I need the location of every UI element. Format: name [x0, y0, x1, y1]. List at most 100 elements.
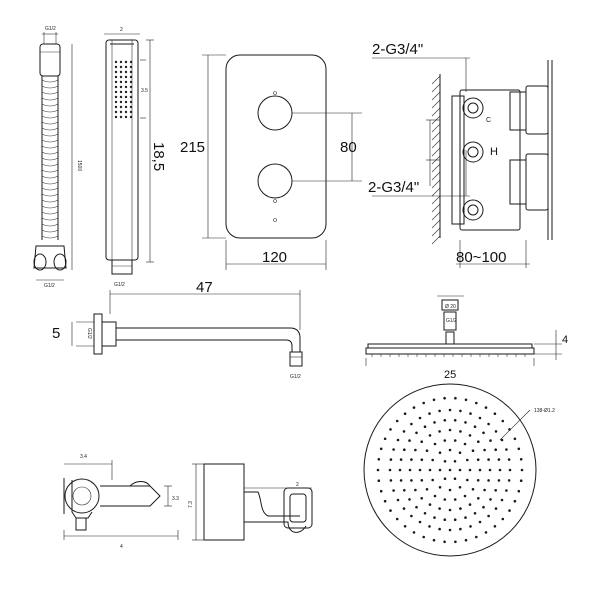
hose-coil [41, 235, 59, 239]
face-nozzle [410, 479, 413, 482]
wall-hatch-line [431, 75, 441, 85]
hose-coil [41, 163, 59, 167]
face-nozzle [433, 421, 436, 424]
face-nozzle [425, 449, 429, 453]
face-nozzle [508, 468, 512, 472]
face-nozzle [428, 412, 431, 415]
face-nozzle [396, 498, 400, 502]
nozzle-dot [124, 85, 128, 89]
face-nozzle [396, 438, 400, 442]
valve-bottom-inlet-label: 2-G3/4" [368, 179, 419, 196]
face-nozzle [494, 448, 498, 452]
face-nozzle [483, 448, 486, 452]
nozzle-dot [124, 115, 128, 119]
face-nozzle [402, 507, 406, 510]
face-nozzle [477, 440, 480, 444]
face-nozzle [471, 449, 475, 453]
nozzle-dot [124, 90, 128, 94]
nozzle-dot [129, 90, 133, 94]
hose-coil [41, 205, 59, 209]
face-nozzle [501, 517, 505, 521]
face-nozzle [428, 434, 432, 437]
face-nozzle [448, 488, 452, 492]
face-nozzle [464, 516, 467, 519]
face-nozzle [459, 507, 462, 510]
hose-coil [41, 79, 59, 83]
face-nozzle [475, 401, 478, 405]
nozzle-dot [114, 85, 118, 89]
hose-coil [41, 229, 59, 233]
plate-height-label: 215 [180, 139, 205, 156]
nozzle-dot [114, 95, 118, 99]
face-nozzle [428, 468, 432, 472]
holder-height-label: 7.3 [188, 501, 194, 508]
face-nozzle [389, 428, 392, 431]
face-nozzle [500, 498, 504, 502]
hose-coil [41, 175, 59, 179]
face-nozzle [448, 408, 452, 412]
face-nozzle [487, 422, 490, 426]
face-nozzle [438, 430, 441, 433]
face-nozzle [423, 512, 427, 515]
face-nozzle [431, 458, 435, 462]
arm-height-label: 5 [52, 325, 60, 342]
nozzle-dot [124, 80, 128, 84]
handset-side-label: 3.5 [141, 88, 148, 94]
face-nozzle [428, 525, 431, 528]
head-top-label: Ø 20 [445, 304, 456, 310]
face-nozzle [478, 520, 482, 524]
arm-length-label: 47 [196, 279, 213, 296]
face-nozzle [453, 498, 457, 501]
handset-length-label: 18,5 [150, 142, 167, 171]
face-nozzle [453, 419, 457, 422]
face-nozzle [466, 458, 469, 462]
nozzle-dot [119, 110, 123, 114]
hose-coil [41, 157, 59, 161]
nozzle-dot [124, 95, 128, 99]
wall-hatch-line [431, 99, 441, 109]
face-nozzle [507, 479, 511, 482]
hose-length-label: 1500 [76, 160, 82, 171]
face-nozzle [443, 518, 447, 521]
face-nozzle [418, 520, 422, 524]
nozzle-dot [119, 80, 123, 84]
face-nozzle [468, 468, 472, 472]
face-nozzle [443, 477, 447, 481]
face-nozzle [443, 419, 447, 422]
face-nozzle [519, 458, 523, 461]
face-nozzle [487, 514, 490, 518]
handset-bottom-label: G1/2 [114, 282, 125, 288]
face-nozzle [475, 535, 478, 539]
face-nozzle [468, 503, 472, 506]
face-nozzle [493, 412, 497, 416]
face-nozzle [389, 509, 392, 512]
face-nozzle [420, 458, 424, 462]
face-nozzle [448, 508, 452, 512]
hose-coil [41, 115, 59, 119]
face-nozzle [408, 468, 412, 472]
face-nozzle [398, 468, 402, 472]
outlet-bottom-label: 4 [120, 544, 123, 550]
hose-coil [41, 109, 59, 113]
face-nozzle [443, 540, 446, 544]
nozzle-dot [114, 70, 118, 74]
rain-head-side: Ø 20 G1/2 4 25 [365, 295, 568, 381]
face-nozzle [464, 398, 468, 402]
face-nozzle [418, 416, 422, 420]
face-nozzle [403, 412, 407, 416]
face-nozzle [500, 438, 504, 442]
face-nozzle [448, 428, 452, 432]
valve-hot-mark: H [490, 146, 498, 158]
face-nozzle [403, 448, 406, 452]
face-nozzle [519, 479, 523, 483]
face-nozzle [488, 468, 492, 472]
face-nozzle [412, 531, 416, 534]
face-nozzle [469, 412, 472, 415]
face-nozzle [414, 448, 417, 452]
nozzle-dot [124, 70, 128, 74]
nozzle-dot [119, 60, 123, 64]
nozzle-dot [129, 65, 133, 69]
face-nozzle [507, 458, 511, 461]
face-nozzle [392, 489, 395, 492]
face-nozzle [443, 460, 447, 463]
